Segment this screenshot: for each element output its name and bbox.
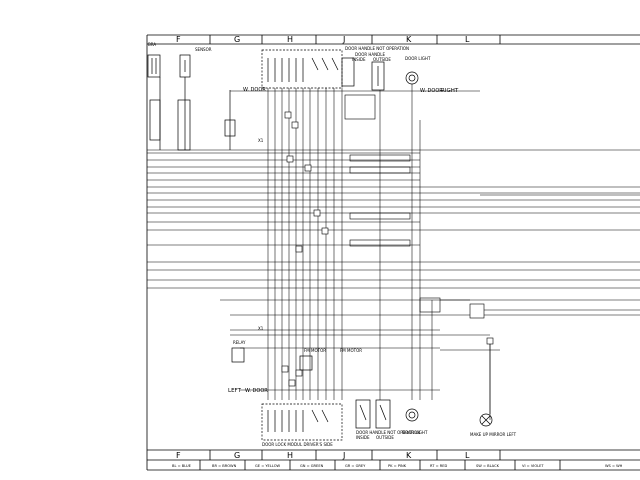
fm-motor-label: FM MOTOR <box>304 348 326 353</box>
edge-label: BRA <box>148 42 156 47</box>
w-door-label: W. DOOR <box>245 388 268 394</box>
legend-entry: RT = RED <box>430 464 447 468</box>
column-label-top: L <box>465 35 470 44</box>
inside-label: INSIDE <box>352 57 366 62</box>
legend-entry: VI = VIOLET <box>522 464 544 468</box>
column-label-top: K <box>406 35 412 44</box>
legend-entry: BL = BLUE <box>172 464 192 468</box>
column-label-bottom: K <box>406 451 412 460</box>
door-handle-label: DOOR HANDLE <box>355 52 385 57</box>
door-handle-not-operation-label: DOOR HANDLE NOT OPERATION <box>345 46 409 51</box>
column-label-top: H <box>287 35 293 44</box>
right-edge-fragments <box>440 194 640 414</box>
column-label-top: G <box>234 35 240 44</box>
blank-scan-margin <box>0 0 147 480</box>
legend-entry: GE = YELLOW <box>255 464 281 468</box>
legend-entry: GN = GREEN <box>300 464 324 468</box>
left-sensor-fragment <box>147 54 236 151</box>
column-label-bottom: F <box>176 451 181 460</box>
inside-label: INSIDE <box>356 435 370 440</box>
make-up-mirror-label: MAKE UP MIRROR LEFT <box>470 432 517 437</box>
left-label: LEFT <box>228 388 242 394</box>
outside-label: OUTSIDE <box>376 435 394 440</box>
legend-entry: GR = GREY <box>345 464 366 468</box>
door-lock-module-label: DOOR LOCK MODUL DRIVER'S SIDE <box>262 442 333 447</box>
wire-connectors <box>281 111 494 387</box>
legend-entry: PK = PINK <box>388 464 407 468</box>
column-label-top: F <box>176 35 181 44</box>
top-switch-pack <box>261 49 419 91</box>
frame <box>146 34 640 471</box>
wire-bus <box>147 90 640 391</box>
legend-entry: SW = BLACK <box>476 464 500 468</box>
door-light-label: DOOR LIGHT <box>405 56 431 61</box>
x1-label: X1 <box>258 326 264 331</box>
door-handle-label: DOOR HANDLE NOT OPERATION <box>356 430 420 435</box>
legend-entry: BR = BROWN <box>212 464 237 468</box>
vertical-wires <box>267 84 491 420</box>
x1-label: X1 <box>258 138 264 143</box>
outside-label: OUTSIDE <box>373 57 391 62</box>
legend-entry: WS = WH <box>605 464 623 468</box>
column-label-bottom: L <box>465 451 470 460</box>
column-label-bottom: H <box>287 451 293 460</box>
door-light-label: DOOR LIGHT <box>402 430 428 435</box>
column-label-top: J <box>342 35 345 44</box>
w-door-label: W. DOOR <box>243 87 266 93</box>
sensor-label: SENSOR <box>195 47 212 52</box>
fm-motor-label: FM MOTOR <box>340 348 362 353</box>
right-terminals <box>344 94 441 313</box>
bottom-switch-pack <box>231 347 493 441</box>
relay-label: RELAY <box>233 340 246 345</box>
column-label-bottom: G <box>234 451 240 460</box>
column-label-bottom: J <box>342 451 345 460</box>
